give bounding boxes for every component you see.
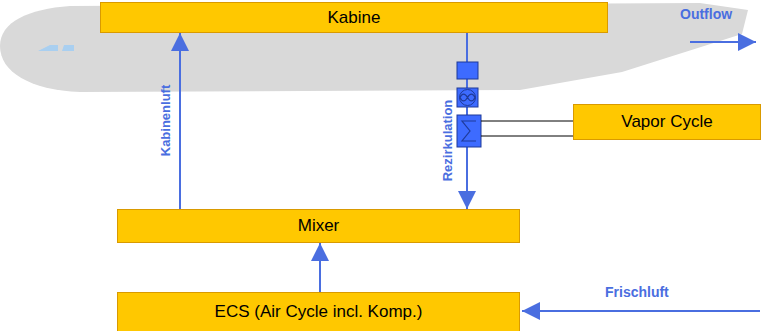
flow-label: Kabinenluft <box>159 84 174 156</box>
fresh-air-label: Frischluft <box>605 284 669 300</box>
box-label: Mixer <box>298 216 340 236</box>
box-label: Kabine <box>328 8 381 28</box>
vapor-cycle-box: Vapor Cycle <box>573 104 761 140</box>
box-label: Vapor Cycle <box>621 112 712 132</box>
box-label: ECS (Air Cycle incl. Komp.) <box>215 302 423 322</box>
flow-label: Rezirkulation <box>441 99 456 181</box>
heat-exchanger-coil <box>462 121 476 141</box>
outflow-label: Outflow <box>680 6 732 22</box>
fan-symbol <box>460 90 476 106</box>
cockpit-window <box>62 45 74 51</box>
fresh-air-arrow <box>522 310 760 312</box>
ecs-box: ECS (Air Cycle incl. Komp.) <box>117 292 520 331</box>
outflow-arrow <box>690 41 756 43</box>
fuselage <box>0 3 748 92</box>
filter-symbol <box>457 62 478 79</box>
fan-housing <box>457 88 478 107</box>
heat-exchanger <box>457 115 481 147</box>
cabin-box: Kabine <box>100 2 608 33</box>
coolant-line <box>481 136 573 137</box>
air-flow-arrow <box>319 243 321 292</box>
fan-blades <box>460 94 475 101</box>
mixer-box: Mixer <box>117 209 520 243</box>
coolant-line <box>481 121 573 122</box>
cockpit-window <box>38 45 58 51</box>
air-flow-arrow <box>179 33 181 209</box>
